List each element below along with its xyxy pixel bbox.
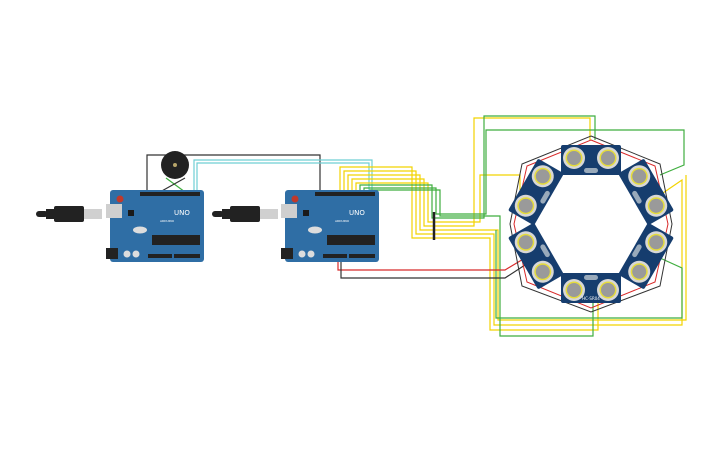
wire-green-a — [359, 115, 596, 219]
wire-green-d — [495, 230, 683, 319]
sensor-label: HC-SR04 — [582, 296, 600, 301]
ultrasonic-sensor-bottom[interactable]: HC-SR04 — [561, 273, 621, 303]
wire-cyan-1 — [193, 159, 373, 193]
wire-cyan-2 — [196, 162, 370, 193]
usb-cable-2[interactable] — [212, 206, 278, 222]
wires[interactable] — [146, 115, 687, 337]
arduino-uno-2[interactable]: UNO ARDUINO — [281, 190, 379, 262]
wire-yellow-b — [343, 170, 683, 326]
arduino-brand-text: ARDUINO — [335, 219, 350, 223]
wire-black-buzzer — [146, 154, 321, 193]
ultrasonic-sensor-top[interactable] — [561, 145, 621, 175]
wire-black-gnd — [340, 256, 526, 279]
arduino-logo-text: UNO — [349, 209, 365, 217]
wire-yellow-a — [339, 166, 599, 331]
arduino-uno-1[interactable]: UNO ARDUINO — [106, 190, 204, 262]
arduino-logo-text: UNO — [174, 209, 190, 217]
arduino-brand-text: ARDUINO — [160, 219, 175, 223]
wire-yellow-d — [351, 117, 591, 227]
wire-green-buzzer — [165, 177, 186, 193]
wire-black-buzzer-2 — [159, 177, 186, 193]
wire-yellow-c — [347, 174, 687, 321]
wire-green-c — [369, 189, 594, 337]
usb-cable-1[interactable] — [36, 206, 102, 222]
wire-red-power — [337, 256, 526, 271]
wire-green-b — [363, 129, 685, 215]
wire-yellow-e — [355, 174, 521, 223]
piezo-buzzer[interactable] — [161, 151, 189, 179]
